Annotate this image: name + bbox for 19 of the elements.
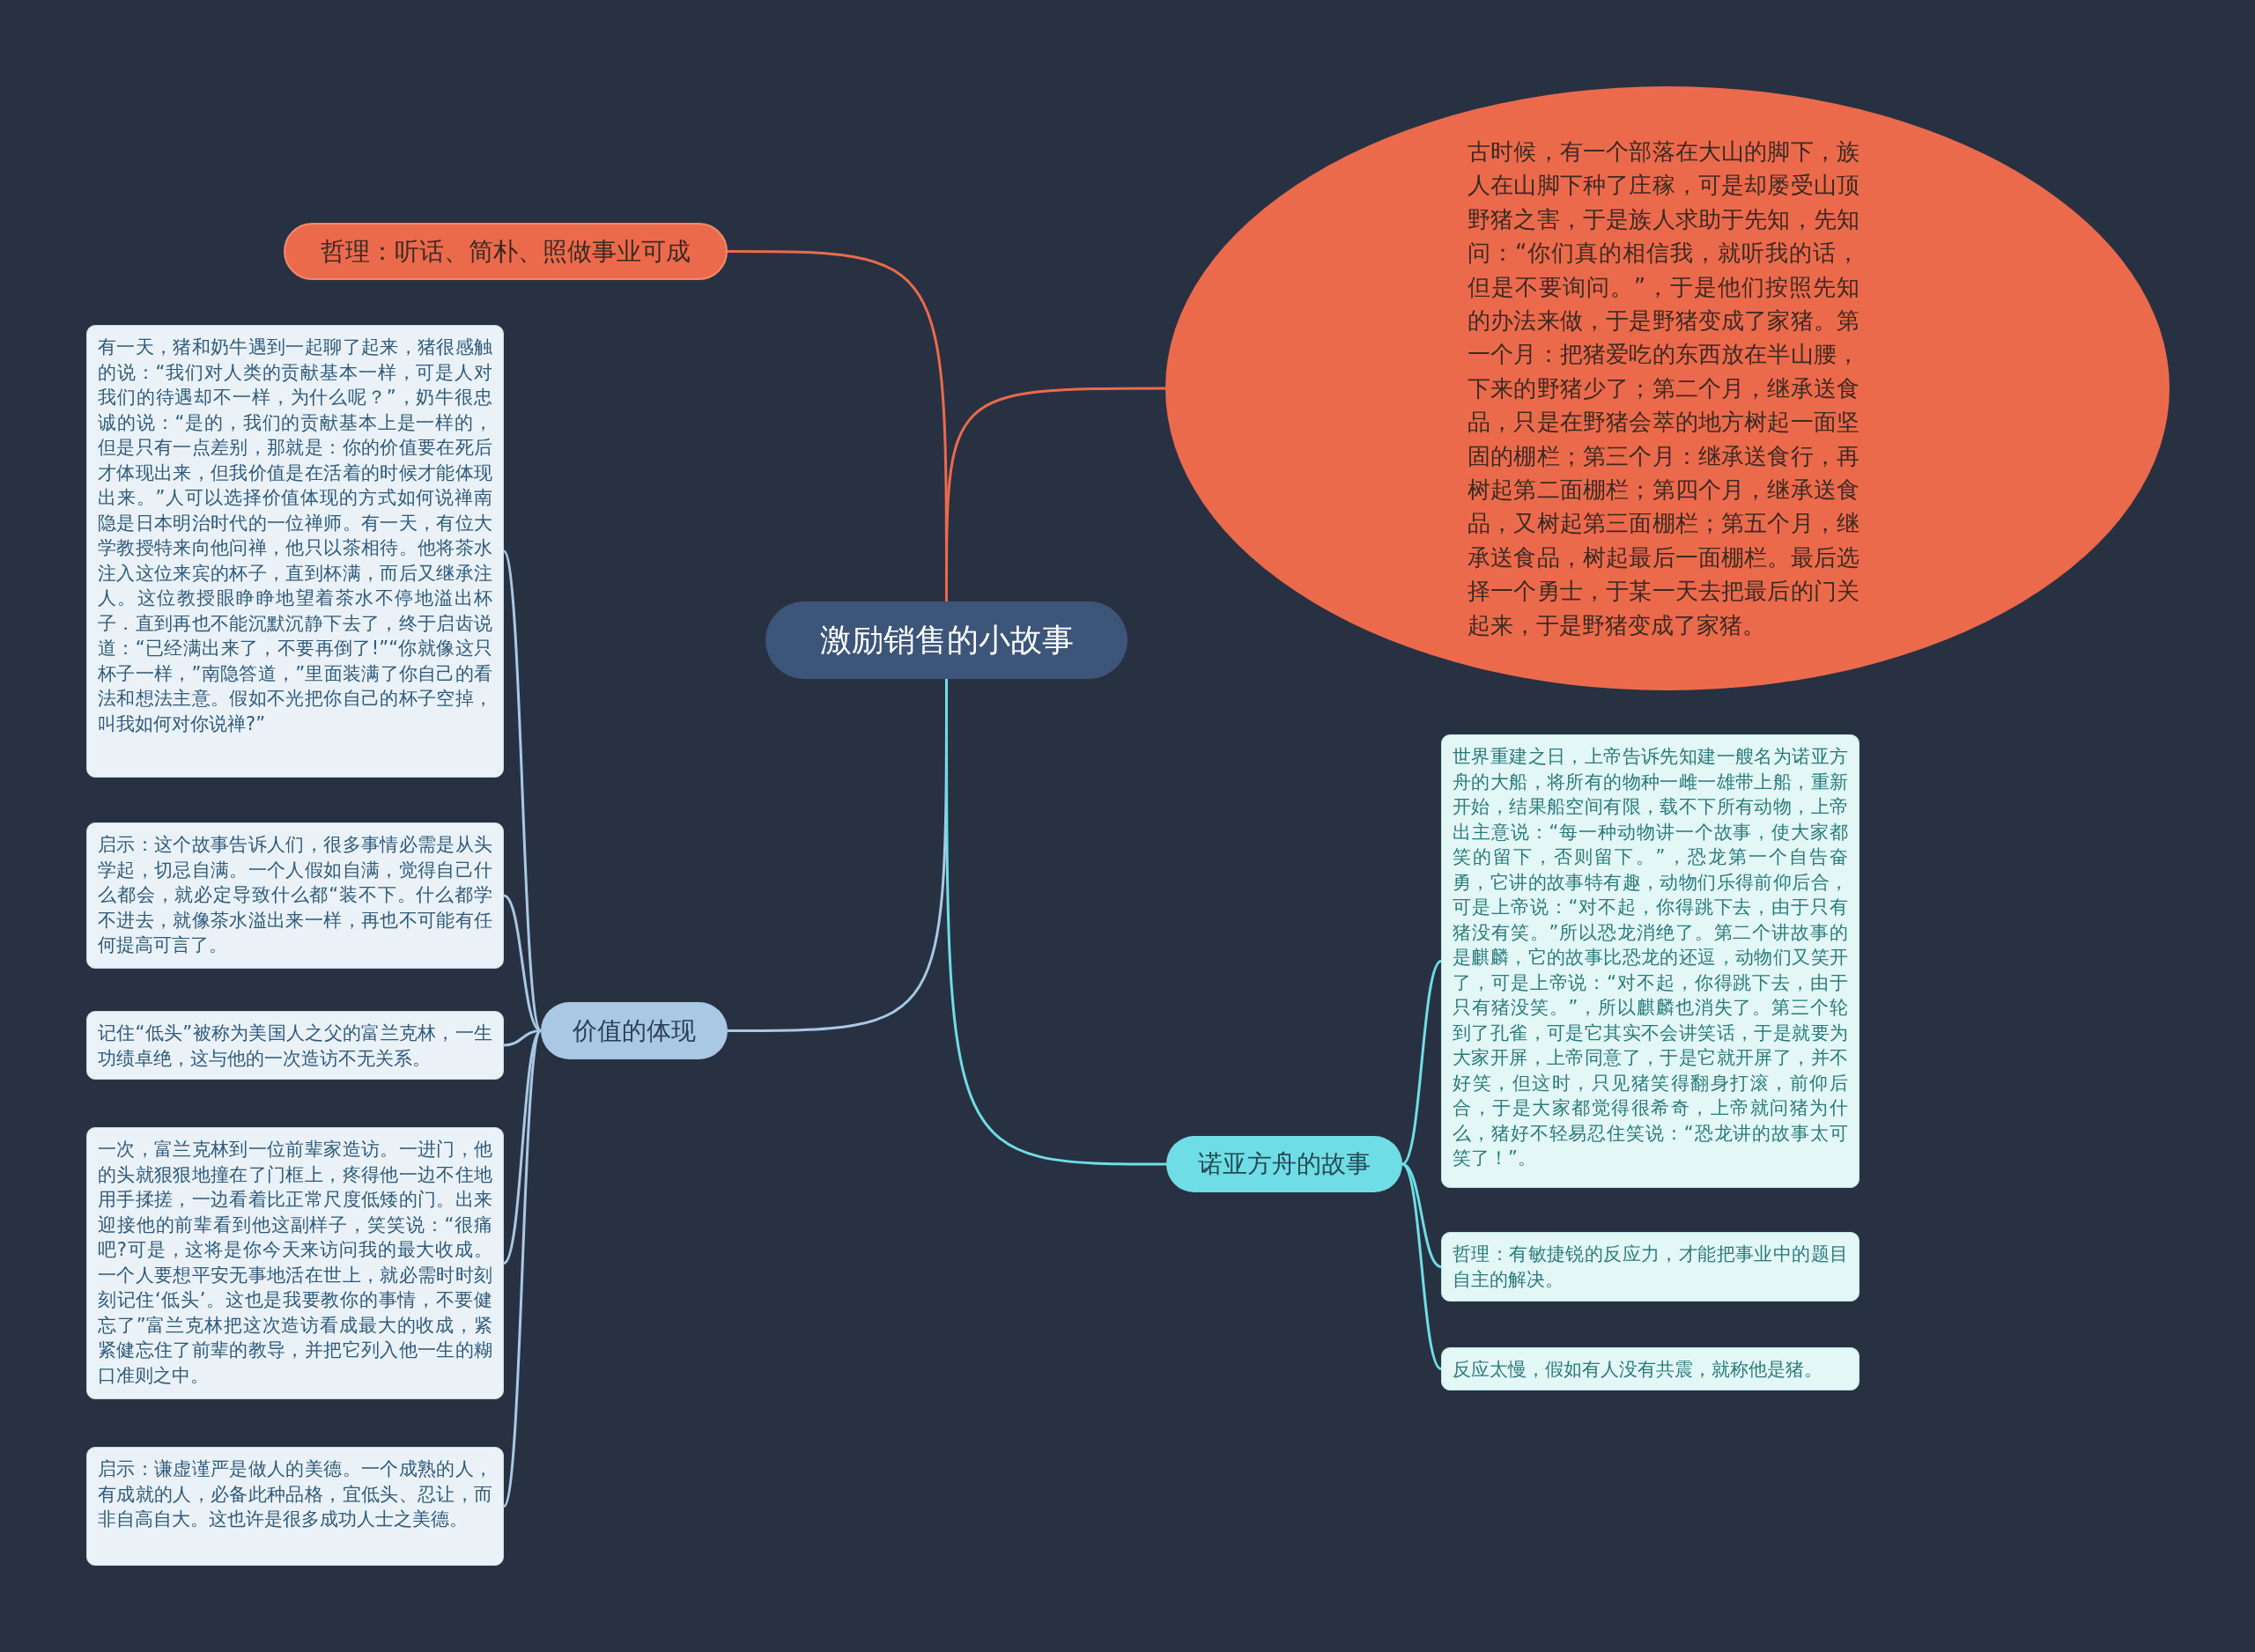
text-card: 一次，富兰克林到一位前辈家造访。一进门，他的头就狠狠地撞在了门框上，疼得他一边不住地用手揉搓，一边看着比正常尺度低矮的门。出来迎接他的前辈看到他这副样子，笑笑说：“很痛吧?可是，这将是你今天来访问我的最大收成。一个人要想平安无事地活在世上，就必需时时刻刻记住‘低头’。这也是我要教你的事情，不要健忘了”富兰克林把这次造访看成最大的收成，紧紧健忘住了前辈的教导，并把它列入他一生的糊口准则之中。: [86, 1127, 504, 1399]
connector-line: [945, 387, 1165, 601]
connector-line: [502, 550, 543, 1032]
topic-pill: 价值的体现: [541, 1002, 728, 1059]
text-card: 启示：这个故事告诉人们，很多事情必需是从头学起，切忌自满。一个人假如自满，觉得自己什么都会，就必定导致什么都“装不下。什么都学不进去，就像茶水溢出来一样，再也不可能有任何提高可言了。: [86, 822, 504, 969]
central-topic: 激励销售的小故事: [765, 601, 1128, 679]
topic-pill: 哲理：听话、简朴、照做事业可成: [284, 223, 728, 280]
topic-pill: 诺亚方舟的故事: [1166, 1136, 1402, 1192]
connector-line: [945, 679, 1166, 1166]
connector-line: [1401, 960, 1442, 1166]
text-card: 记住“低头”被称为美国人之父的富兰克林，一生功绩卓绝，这与他的一次造访不无关系。: [86, 1011, 504, 1080]
story-ellipse: 古时候，有一个部落在大山的脚下，族人在山脚下种了庄稼，可是却屡受山顶野猪之害，于是族人求助于先知，先知问：“你们真的相信我，就听我的话，但是不要询问。”，于是他们按照先知的办法来做，于是野猪变成了家猪。第一个月：把猪爱吃的东西放在半山腰，下来的野猪少了；第二个月，继承送食品，只是在野猪会萃的地方树起一面坚固的棚栏；第三个月：继承送食行，再树起第二面棚栏；第四个月，继承送食品，又树起第三面棚栏；第五个月，继承送食品，树起最后一面棚栏。最后选择一个勇士，于某一天去把最后的门关起来，于是野猪变成了家猪。: [1165, 86, 2170, 690]
text-card: 世界重建之日，上帝告诉先知建一艘名为诺亚方舟的大船，将所有的物种一雌一雄带上船，重新开始，结果船空间有限，载不下所有动物，上帝出主意说：“每一种动物讲一个故事，使大家都笑的留下，否则留下。”，恐龙第一个自告奋勇，它讲的故事特有趣，动物们乐得前仰后合，可是上帝说：“对不起，你得跳下去，由于只有猪没有笑。”所以恐龙消绝了。第二个讲故事的是麒麟，它的故事比恐龙的还逗，动物们又笑开了，可是上帝说：“对不起，你得跳下去，由于只有猪没笑。”，所以麒麟也消失了。第三个轮到了孔雀，可是它其实不会讲笑话，于是就要为大家开屏，上帝同意了，于是它就开屏了，并不好笑，但这时，只见猪笑得翻身打滚，前仰后合，于是大家都觉得很希奇，上帝就问猪为什么，猪好不轻易忍住笑说：“恐龙讲的故事太可笑了！”。: [1441, 734, 1859, 1188]
text-card: 启示：谦虚谨严是做人的美德。一个成熟的人，有成就的人，必备此种品格，宜低头、忍让，而非自高自大。这也许是很多成功人士之美德。: [86, 1447, 504, 1566]
text-card: 有一天，猪和奶牛遇到一起聊了起来，猪很感触的说：“我们对人类的贡献基本一样，可是人对我们的待遇却不一样，为什么呢？”，奶牛很忠诚的说：“是的，我们的贡献基本上是一样的，但是只有一点差别，那就是：你的价值要在死后才体现出来，但我价值是在活着的时候才能体现出来。”人可以选择价值体现的方式如何说禅南隐是日本明治时代的一位禅师。有一天，有位大学教授特来向他问禅，他只以茶相待。他将茶水注入这位来宾的杯子，直到杯满，而后又继承注人。这位教授眼睁睁地望着茶水不停地溢出杯子．直到再也不能沉默沉静下去了，终于启齿说道：“已经满出来了，不要再倒了!”“你就像这只杯子一样，”南隐答道，”里面装满了你自己的看法和想法主意。假如不光把你自己的杯子空掉，叫我如何对你说禅?”: [86, 325, 504, 778]
text-card: 哲理：有敏捷锐的反应力，才能把事业中的题目自主的解决。: [1441, 1232, 1859, 1302]
connector-line: [1401, 1162, 1442, 1370]
connector-line: [502, 1029, 543, 1508]
text-card: 反应太慢，假如有人没有共震，就称他是猪。: [1441, 1347, 1859, 1390]
